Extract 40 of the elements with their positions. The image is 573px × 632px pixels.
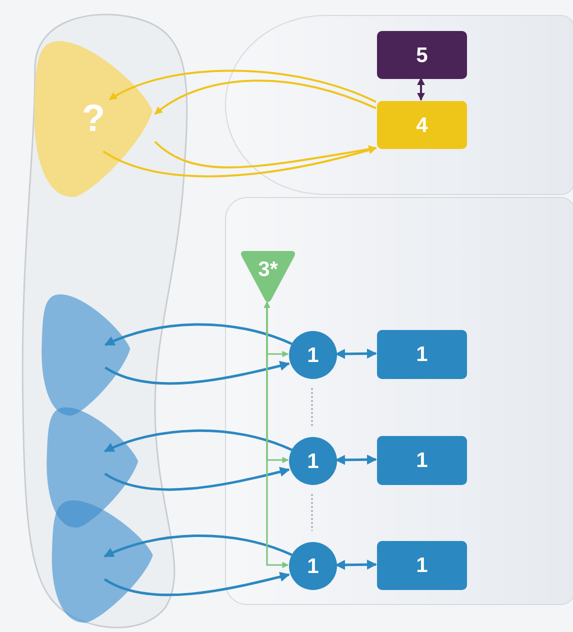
process-box [377,330,467,379]
node-label: 1 [307,450,319,472]
node-label: 1 [416,450,428,471]
process-box [377,101,467,149]
arrow [335,560,377,570]
arrow [264,301,289,568]
circle-node [289,437,337,485]
node-label: 1 [416,344,428,365]
arrow [335,348,377,359]
arrow [335,454,377,465]
circle-node [289,542,337,590]
node-label: 3* [258,259,278,280]
arrow [154,140,377,168]
circle-node [289,331,337,379]
node-label: ? [82,100,106,138]
node-label: 4 [416,114,428,136]
arrow [104,534,292,558]
dashed-line [311,494,313,531]
dashed-line [311,388,313,426]
region-panel [225,15,573,195]
region-panel [225,197,573,605]
process-box [377,436,467,485]
blob-shape [50,498,155,625]
triangle-marker [239,251,297,303]
arrow [108,70,376,103]
arrow [104,572,290,596]
arrow [104,429,292,452]
node-label: 1 [307,556,319,576]
arrow [102,146,377,178]
node-label: 1 [307,344,319,366]
blob-shape [32,38,155,200]
process-box [377,541,467,590]
arrow [104,466,290,491]
arrow [104,323,292,346]
node-label: 5 [416,44,428,66]
arrow [104,360,290,385]
arrow [417,77,425,101]
process-box [377,31,467,79]
arrow [154,80,376,115]
node-label: 1 [416,555,428,576]
